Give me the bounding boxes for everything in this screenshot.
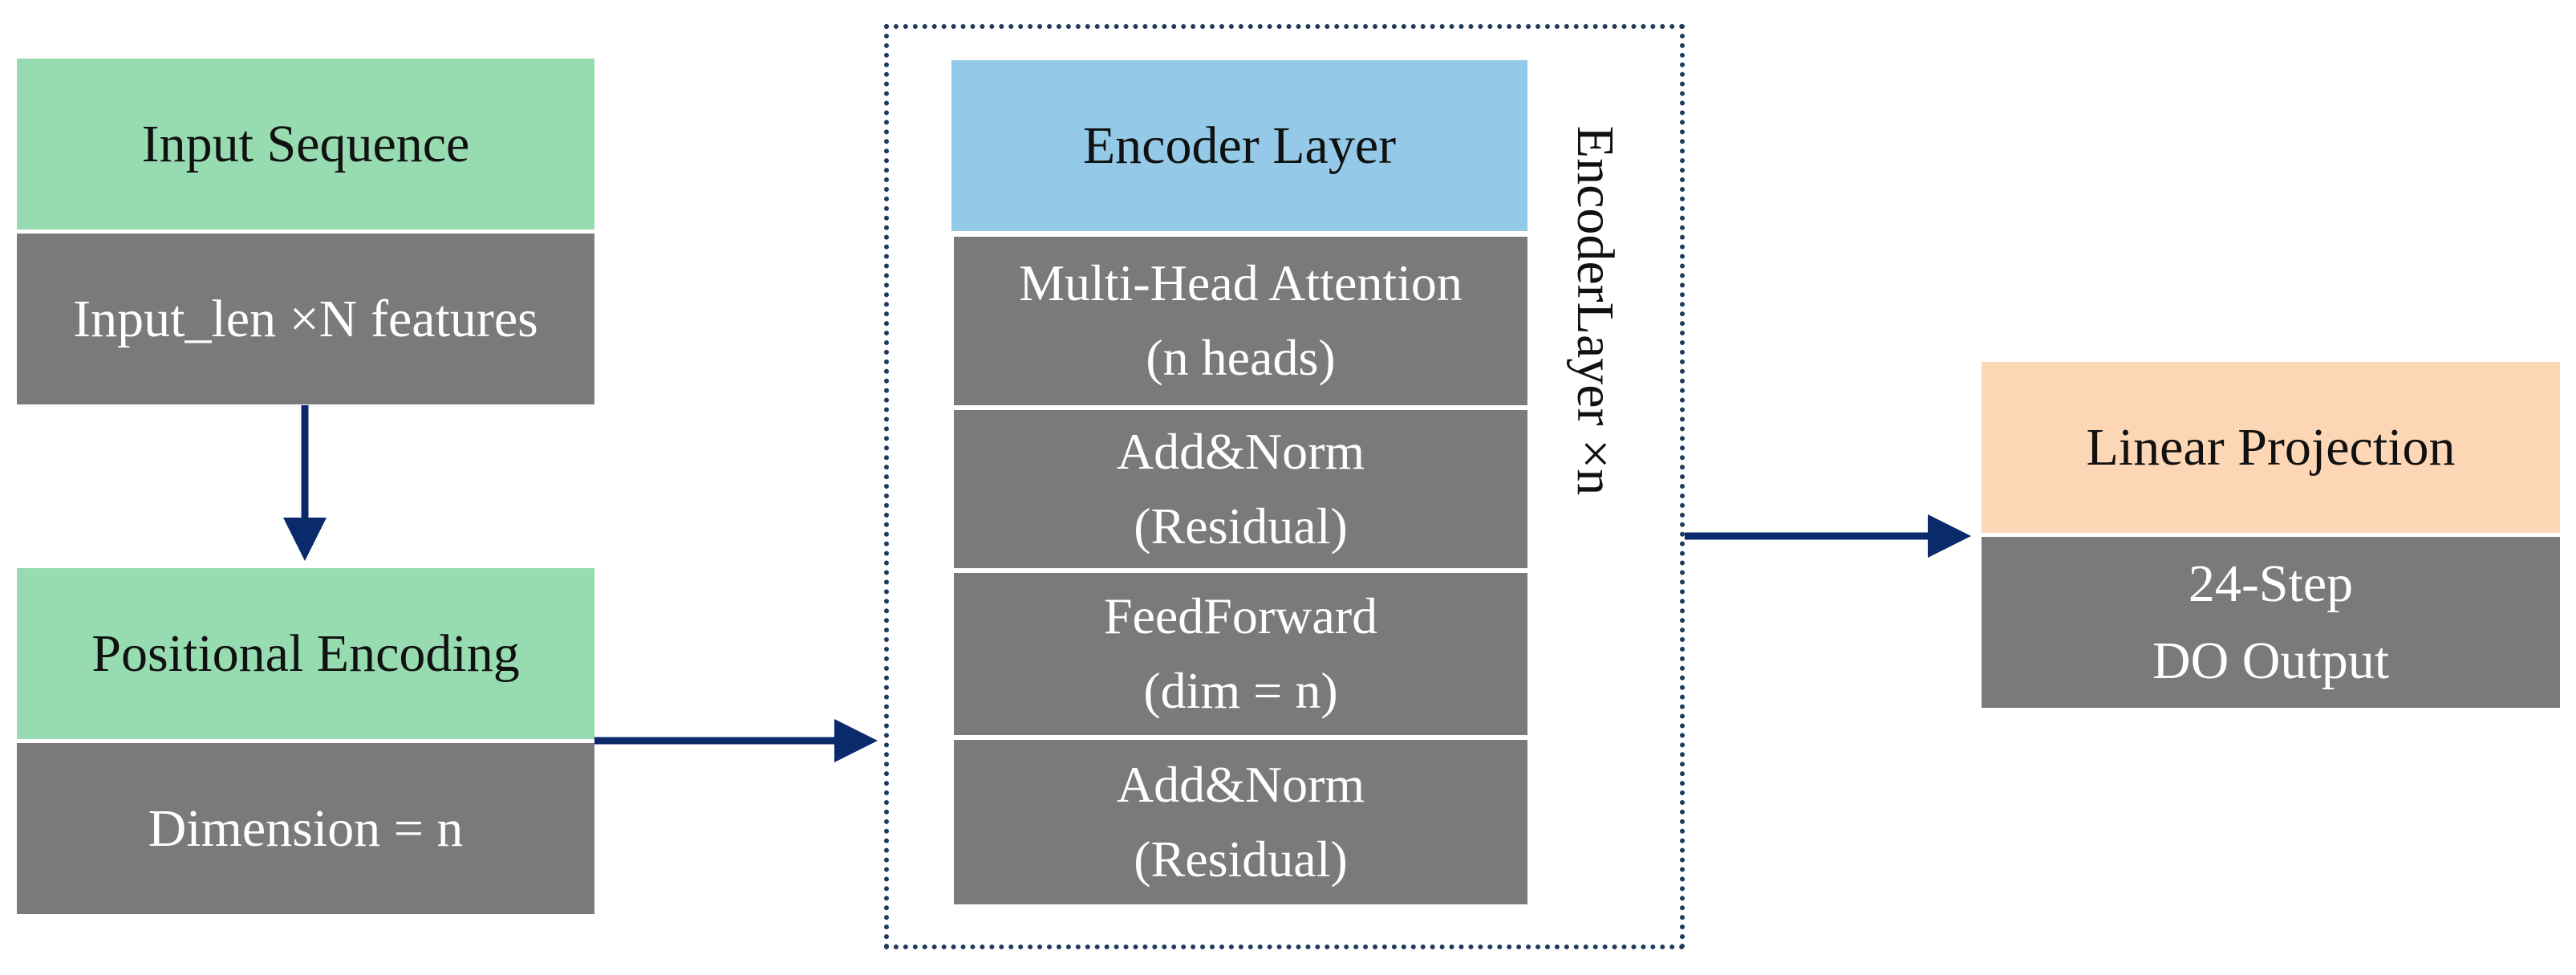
positional-encoding-detail: Dimension = n bbox=[148, 798, 464, 858]
sublayer-line2: (Residual) bbox=[1134, 497, 1348, 555]
sublayer-add-norm-2: Add&Norm (Residual) bbox=[954, 740, 1527, 904]
positional-encoding-title: Positional Encoding bbox=[91, 624, 520, 683]
positional-encoding-header: Positional Encoding bbox=[17, 568, 594, 739]
encoder-layer-title: Encoder Layer bbox=[1082, 116, 1397, 175]
output-detail-box: 24-Step DO Output bbox=[1982, 537, 2560, 708]
sublayer-multi-head-attention: Multi-Head Attention (n heads) bbox=[954, 237, 1527, 405]
encoder-layer-header: Encoder Layer bbox=[951, 60, 1527, 231]
sublayer-line2: (dim = n) bbox=[1143, 662, 1338, 719]
sublayer-line1: FeedForward bbox=[1103, 587, 1378, 645]
encoder-layer-frame bbox=[884, 24, 1685, 949]
input-sequence-header: Input Sequence bbox=[17, 59, 594, 230]
input-sequence-title: Input Sequence bbox=[141, 114, 470, 173]
sublayer-line2: (Residual) bbox=[1134, 830, 1348, 888]
sublayer-line1: Add&Norm bbox=[1116, 422, 1365, 480]
linear-projection-title: Linear Projection bbox=[2086, 417, 2456, 477]
positional-encoding-detail-box: Dimension = n bbox=[17, 743, 594, 914]
encoder-repeat-label: EncoderLayer ×n bbox=[1566, 125, 1625, 496]
sublayer-add-norm-1: Add&Norm (Residual) bbox=[954, 410, 1527, 568]
sublayer-line2: (n heads) bbox=[1146, 329, 1336, 386]
output-line2: DO Output bbox=[2152, 631, 2390, 690]
input-sequence-detail: Input_len ×N features bbox=[73, 289, 538, 348]
sublayer-feedforward: FeedForward (dim = n) bbox=[954, 573, 1527, 735]
sublayer-line1: Add&Norm bbox=[1116, 755, 1365, 813]
linear-projection-header: Linear Projection bbox=[1982, 362, 2560, 533]
output-line1: 24-Step bbox=[2188, 554, 2354, 613]
input-sequence-detail-box: Input_len ×N features bbox=[17, 234, 594, 404]
sublayer-line1: Multi-Head Attention bbox=[1019, 254, 1462, 312]
